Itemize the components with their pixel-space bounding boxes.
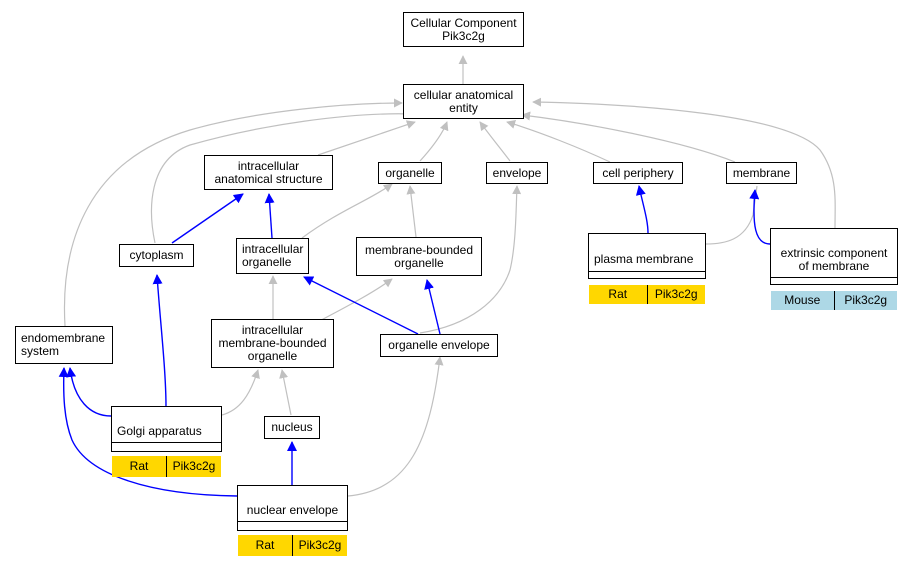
node-plasma-membrane-annotation-row: Rat Pik3c2g xyxy=(589,285,705,304)
node-envelope-label: envelope xyxy=(492,165,542,180)
node-intracellular-organelle[interactable]: intracellular organelle xyxy=(236,238,309,274)
edge-extrinsic-component-to-membrane xyxy=(749,189,771,245)
edge-cytoplasm-to-intracellular-anatomical-structure xyxy=(171,193,244,244)
edge-intracellular-organelle-to-organelle xyxy=(301,183,393,239)
edge-nucleus-to-intracellular-membrane-bounded-organelle xyxy=(279,369,292,416)
node-extrinsic-component-of-membrane[interactable]: extrinsic component of membrane Mouse Pi… xyxy=(770,228,898,310)
node-nuclear-envelope-annotation-row: Rat Pik3c2g xyxy=(238,535,347,556)
node-membrane-bounded-organelle[interactable]: membrane-bounded organelle xyxy=(356,237,482,276)
gene-cell-pik3c2g: Pik3c2g xyxy=(646,285,706,304)
node-cell-periphery-label: cell periphery xyxy=(602,165,674,180)
edge-plasma-membrane-to-cell-periphery xyxy=(635,185,649,234)
node-nucleus[interactable]: nucleus xyxy=(264,416,320,439)
node-envelope[interactable]: envelope xyxy=(486,162,548,184)
node-extrinsic-component-label: extrinsic component of membrane xyxy=(771,242,897,278)
edge-organelle-envelope-to-intracellular-organelle xyxy=(303,276,419,335)
node-golgi-apparatus[interactable]: Golgi apparatus Rat Pik3c2g xyxy=(111,406,222,477)
edge-intracellular-organelle-to-intracellular-anatomical-structure xyxy=(264,193,275,239)
edge-golgi-apparatus-to-cytoplasm xyxy=(152,274,167,408)
node-cytoplasm[interactable]: cytoplasm xyxy=(119,244,194,267)
gene-cell-pik3c2g: Pik3c2g xyxy=(833,291,898,310)
edge-plasma-membrane-to-membrane xyxy=(705,185,758,245)
node-intracellular-membrane-bounded-organelle-label: intracellular membrane-bounded organelle xyxy=(218,323,327,363)
node-plasma-membrane[interactable]: plasma membrane Rat Pik3c2g xyxy=(588,233,706,304)
node-membrane-bounded-organelle-label: membrane-bounded organelle xyxy=(364,242,474,270)
edge-endomembrane-system-to-cellular-anatomical-entity xyxy=(63,98,403,327)
node-organelle-envelope[interactable]: organelle envelope xyxy=(380,334,498,357)
node-golgi-apparatus-label: Golgi apparatus xyxy=(112,420,221,443)
species-cell-rat: Rat xyxy=(255,538,275,552)
edge-envelope-to-cellular-anatomical-entity xyxy=(479,121,511,162)
node-membrane-label: membrane xyxy=(732,165,791,180)
species-cell-rat: Rat xyxy=(608,287,628,301)
edge-membrane-to-cellular-anatomical-entity xyxy=(521,111,736,163)
node-intracellular-anatomical-structure[interactable]: intracellular anatomical structure xyxy=(204,155,333,190)
node-cellular-anatomical-entity-label: cellular anatomical entity xyxy=(413,87,514,115)
gene-cell-pik3c2g: Pik3c2g xyxy=(166,456,221,477)
gene-cell-pik3c2g: Pik3c2g xyxy=(292,535,347,556)
edge-organelle-to-cellular-anatomical-entity xyxy=(419,121,449,162)
ontology-graph xyxy=(58,55,836,497)
node-nucleus-label: nucleus xyxy=(271,420,313,434)
node-cytoplasm-label: cytoplasm xyxy=(129,248,184,262)
node-organelle-envelope-label: organelle envelope xyxy=(388,338,490,352)
node-cellular-component-label: Cellular Component Pik3c2g xyxy=(410,15,517,43)
edge-nuclear-envelope-to-endomembrane-system xyxy=(58,367,238,497)
node-nuclear-envelope[interactable]: nuclear envelope Rat Pik3c2g xyxy=(237,485,348,556)
edge-extrinsic-component-to-cellular-anatomical-entity xyxy=(532,97,836,229)
species-cell-rat: Rat xyxy=(129,459,149,473)
node-cellular-component[interactable]: Cellular Component Pik3c2g xyxy=(403,12,524,47)
node-extrinsic-component-annotation-row: Mouse Pik3c2g xyxy=(771,291,897,310)
edge-organelle-envelope-to-envelope xyxy=(419,185,522,334)
edge-golgi-apparatus-to-intracellular-membrane-bounded-organelle xyxy=(221,369,260,416)
node-nuclear-envelope-label: nuclear envelope xyxy=(238,499,347,522)
edge-organelle-envelope-to-membrane-bounded-organelle xyxy=(424,279,441,335)
node-cell-periphery[interactable]: cell periphery xyxy=(593,162,683,184)
edge-cell-periphery-to-cellular-anatomical-entity xyxy=(506,120,611,163)
node-organelle-label: organelle xyxy=(385,165,435,180)
node-plasma-membrane-label: plasma membrane xyxy=(589,247,705,272)
edge-nuclear-envelope-to-organelle-envelope xyxy=(347,356,444,497)
edge-intracellular-anatomical-structure-to-cellular-anatomical-entity xyxy=(317,120,416,156)
node-organelle[interactable]: organelle xyxy=(378,162,442,184)
node-endomembrane-system-label: endomembrane system xyxy=(21,331,106,358)
edge-cytoplasm-to-cellular-anatomical-entity xyxy=(151,109,413,244)
species-cell-mouse: Mouse xyxy=(784,293,821,307)
edge-golgi-apparatus-to-endomembrane-system xyxy=(66,367,112,417)
node-membrane[interactable]: membrane xyxy=(726,162,797,184)
node-intracellular-anatomical-structure-label: intracellular anatomical structure xyxy=(214,158,323,186)
node-endomembrane-system[interactable]: endomembrane system xyxy=(15,326,113,364)
node-cellular-anatomical-entity[interactable]: cellular anatomical entity xyxy=(403,84,524,119)
edge-membrane-bounded-organelle-to-organelle xyxy=(406,185,417,238)
node-golgi-apparatus-annotation-row: Rat Pik3c2g xyxy=(112,456,221,477)
node-intracellular-membrane-bounded-organelle[interactable]: intracellular membrane-bounded organelle xyxy=(211,319,334,368)
node-intracellular-organelle-label: intracellular organelle xyxy=(242,242,304,269)
